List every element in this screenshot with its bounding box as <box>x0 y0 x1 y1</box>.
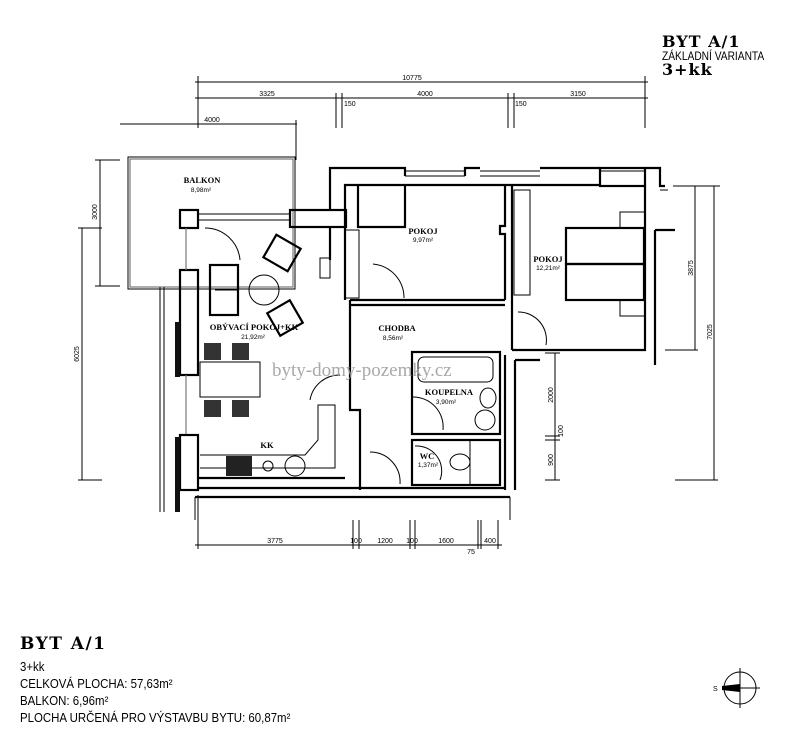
dim-right-upper: 3875 <box>688 260 695 276</box>
compass-label: S <box>713 686 718 693</box>
dim-bottom-6: 75 <box>467 549 475 556</box>
watermark: byty-domy-pozemky.cz <box>272 360 452 381</box>
dim-left-balcony: 3000 <box>92 204 99 220</box>
balcony <box>127 156 296 290</box>
dim-bottom-1: 3775 <box>267 538 283 545</box>
room-obyvaci-area: 21,92m² <box>241 334 266 341</box>
room-koupelna-area: 3,90m² <box>436 399 457 406</box>
dim-right-total: 7025 <box>707 324 714 340</box>
room-chodba-area: 8,56m² <box>383 335 404 342</box>
dim-bottom-2: 100 <box>350 538 362 545</box>
dimension-lines-top: 10775 3325 150 4000 150 3150 4000 <box>120 75 648 160</box>
info-heading: BYT A/1 <box>20 634 107 654</box>
dim-top-2: 150 <box>344 101 356 108</box>
info-balcony: BALKON: 6,96m² <box>20 693 109 708</box>
dimension-lines-right: 3875 7025 2000 100 900 <box>545 185 720 481</box>
dim-bottom-4: 100 <box>406 538 418 545</box>
dim-bottom-3: 1200 <box>377 538 393 545</box>
dimension-lines-left: 3000 6025 <box>74 159 120 481</box>
room-chodba-label: CHODBA <box>378 323 416 333</box>
dim-top-total: 10775 <box>402 75 422 82</box>
room-obyvaci-label: OBÝVACÍ POKOJ+KK <box>210 322 299 332</box>
dim-left-total: 6025 <box>74 346 81 362</box>
room-pokoj1-label: POKOJ <box>408 226 438 236</box>
room-pokoj1-area: 9,97m² <box>413 237 434 244</box>
room-koupelna-label: KOUPELNA <box>425 387 474 397</box>
furniture <box>199 189 646 485</box>
room-balkon-label: BALKON <box>184 175 222 185</box>
info-build-area: PLOCHA URČENÁ PRO VÝSTAVBU BYTU: 60,87m² <box>20 710 291 725</box>
room-kk-label: KK <box>260 440 274 450</box>
title-variant: ZÁKLADNÍ VARIANTA <box>662 49 765 63</box>
room-pokoj2-label: POKOJ <box>533 254 563 264</box>
dim-bottom-5: 1600 <box>438 538 454 545</box>
dim-balcony-width: 4000 <box>204 117 220 124</box>
dim-window-1: 2000 <box>548 387 555 403</box>
dim-window-2: 100 <box>558 425 565 437</box>
title-block: BYT A/1 ZÁKLADNÍ VARIANTA 3+kk <box>662 34 782 78</box>
dim-bottom-7: 400 <box>484 538 496 545</box>
dim-top-3: 4000 <box>417 91 433 98</box>
room-labels: BALKON 8,98m² OBÝVACÍ POKOJ+KK 21,92m² K… <box>184 175 564 469</box>
room-wc-area: 1,37m² <box>418 462 439 469</box>
dim-top-1: 3325 <box>259 91 275 98</box>
info-layout: 3+kk <box>20 659 45 674</box>
dim-window-3: 900 <box>548 454 555 466</box>
apartment-info: BYT A/1 3+kk CELKOVÁ PLOCHA: 57,63m² BAL… <box>20 634 327 726</box>
room-wc-label: WC <box>420 451 435 461</box>
title-layout: 3+kk <box>662 60 713 79</box>
title-heading: BYT A/1 <box>662 32 741 51</box>
north-arrow-icon: S <box>713 668 760 708</box>
room-pokoj2-area: 12,21m² <box>536 265 561 272</box>
info-total-area: CELKOVÁ PLOCHA: 57,63m² <box>20 676 173 691</box>
dim-top-5: 3150 <box>570 91 586 98</box>
dim-top-4: 150 <box>515 101 527 108</box>
room-balkon-area: 8,98m² <box>191 187 212 194</box>
dimension-lines-bottom: 3775 100 1200 100 1600 75 400 <box>195 495 502 556</box>
